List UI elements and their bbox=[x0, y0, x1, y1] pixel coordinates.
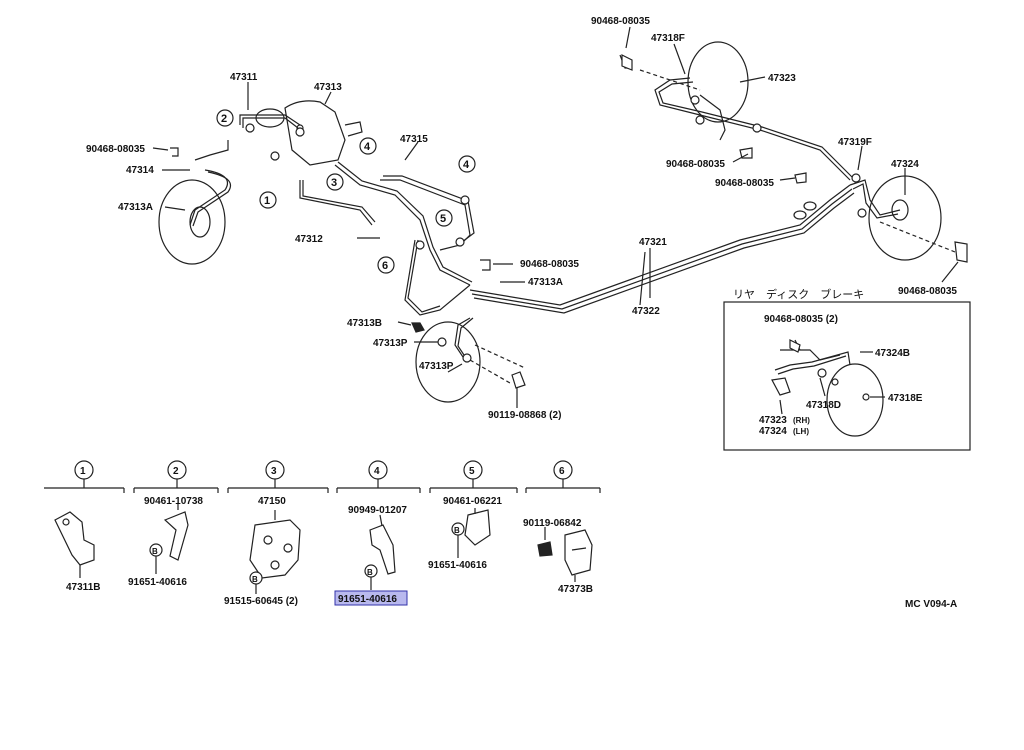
label-47312: 47312 bbox=[295, 234, 323, 245]
inset-label-47324: 47324 bbox=[759, 426, 787, 437]
callout-3: 3 bbox=[331, 177, 337, 189]
label-90468-08035-mid: 90468-08035 bbox=[520, 259, 579, 270]
callout-2: 2 bbox=[221, 113, 227, 125]
label-47315: 47315 bbox=[400, 134, 428, 145]
label-47319f: 47319F bbox=[838, 137, 872, 148]
inset-label-lh: (LH) bbox=[793, 427, 809, 436]
label-47321: 47321 bbox=[639, 237, 667, 248]
label-90468-08035-left: 90468-08035 bbox=[86, 144, 145, 155]
inset-label-47318d: 47318D bbox=[806, 400, 841, 411]
callout-4: 4 bbox=[364, 141, 371, 153]
rear-upper-assembly bbox=[619, 26, 853, 184]
bolt-letter-2: B bbox=[152, 547, 158, 556]
callout-numbers: 2 1 3 4 4 5 6 bbox=[221, 113, 470, 272]
inset-label-47324b: 47324B bbox=[875, 348, 910, 359]
label-90468-08035-right: 90468-08035 bbox=[898, 286, 957, 297]
part-47311b[interactable]: 47311B bbox=[66, 582, 100, 593]
label-90119-08868: 90119-08868 (2) bbox=[488, 410, 561, 421]
label-47313a: 47313A bbox=[118, 202, 153, 213]
part-90119-06842[interactable]: 90119-06842 bbox=[523, 518, 582, 529]
group-6-number: 6 bbox=[559, 466, 565, 477]
callout-5: 5 bbox=[440, 213, 446, 225]
inset-label-rh: (RH) bbox=[793, 416, 810, 425]
label-47318f: 47318F bbox=[651, 33, 685, 44]
label-47311: 47311 bbox=[230, 72, 258, 83]
part-90461-06221[interactable]: 90461-06221 bbox=[443, 496, 502, 507]
label-47313p-lower: 47313P bbox=[419, 361, 454, 372]
part-91651-40616-c[interactable]: 91651-40616 bbox=[428, 560, 487, 571]
parts-text: 1 2 3 4 5 6 47311B 90461-10738 91651-406… bbox=[66, 466, 957, 610]
callout-6: 6 bbox=[382, 260, 388, 272]
inset-label-47318e: 47318E bbox=[888, 393, 923, 404]
callout-1: 1 bbox=[264, 195, 270, 207]
label-90468-08035-rear: 90468-08035 bbox=[666, 159, 725, 170]
main-trunk-lines bbox=[469, 184, 855, 314]
group-4-number: 4 bbox=[374, 466, 380, 477]
label-47313a-mid: 47313A bbox=[528, 277, 563, 288]
part-47150[interactable]: 47150 bbox=[258, 496, 286, 507]
label-47313p: 47313P bbox=[373, 338, 408, 349]
part-90949-01207[interactable]: 90949-01207 bbox=[348, 505, 407, 516]
group-1-number: 1 bbox=[80, 466, 86, 477]
label-47322: 47322 bbox=[632, 306, 660, 317]
label-47313b: 47313B bbox=[347, 318, 382, 329]
bolt-letter-5: B bbox=[454, 526, 460, 535]
label-90468-08035-top: 90468-08035 bbox=[591, 16, 650, 27]
part-91515-60645[interactable]: 91515-60645 (2) bbox=[224, 596, 298, 607]
label-47324: 47324 bbox=[891, 159, 919, 170]
part-91651-40616-a[interactable]: 91651-40616 bbox=[128, 577, 187, 588]
part-90461-10738[interactable]: 90461-10738 bbox=[144, 496, 203, 507]
bolt-letter-3: B bbox=[252, 575, 258, 584]
highlight-box bbox=[334, 590, 408, 606]
label-47323: 47323 bbox=[768, 73, 796, 84]
part-47373b[interactable]: 47373B bbox=[558, 584, 593, 595]
label-90468-08035-rear-2: 90468-08035 bbox=[715, 178, 774, 189]
callout-4b: 4 bbox=[463, 159, 470, 171]
group-3-number: 3 bbox=[271, 466, 277, 477]
part-91651-40616-highlighted[interactable]: 91651-40616 bbox=[338, 594, 397, 605]
rear-lower-assembly bbox=[397, 317, 526, 408]
diagram-labels: 90468-08035 47318F 47323 47311 47313 473… bbox=[86, 16, 957, 421]
group-2-number: 2 bbox=[173, 466, 179, 477]
diagram-code: MC V094-A bbox=[905, 599, 957, 610]
label-47314: 47314 bbox=[126, 165, 154, 176]
inset-title: リヤ ディスク ブレーキ bbox=[733, 287, 864, 301]
inset-label-90468-08035: 90468-08035 (2) bbox=[764, 314, 838, 325]
inset-label-47323: 47323 bbox=[759, 415, 787, 426]
group-5-number: 5 bbox=[469, 466, 475, 477]
front-left-assembly bbox=[152, 82, 525, 316]
inset-rear-disc-brake: リヤ ディスク ブレーキ 90468-08035 (2) 47324B 4731… bbox=[723, 287, 971, 451]
parts-groups bbox=[44, 460, 601, 606]
label-47313: 47313 bbox=[314, 82, 342, 93]
rear-right-assembly bbox=[849, 145, 968, 283]
bolt-letter-4: B bbox=[367, 568, 373, 577]
